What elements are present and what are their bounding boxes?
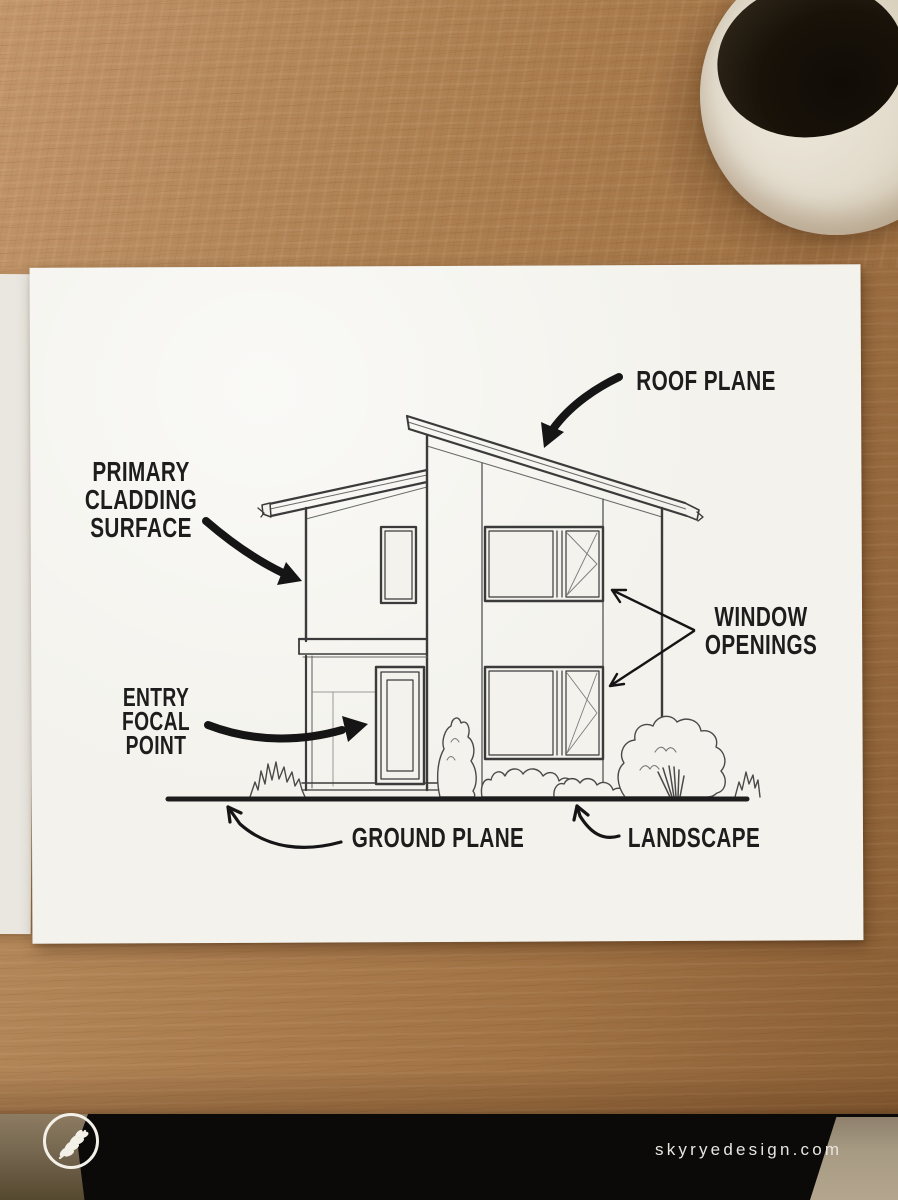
label-roof-plane: ROOF PLANE bbox=[636, 365, 776, 396]
label-ground-plane: GROUND PLANE bbox=[351, 822, 525, 853]
label-landscape: LANDSCAPE bbox=[627, 822, 761, 853]
logo-badge bbox=[43, 1113, 99, 1169]
dark-floor-area bbox=[0, 1114, 898, 1200]
label-window-openings: WINDOW OPENINGS bbox=[704, 601, 818, 660]
label-entry-focal-point: ENTRY FOCAL POINT bbox=[121, 682, 191, 760]
table-edge-shadow bbox=[0, 1070, 898, 1118]
label-primary-cladding-surface: PRIMARY CLADDING SURFACE bbox=[84, 456, 198, 543]
wheat-stalk-icon bbox=[58, 1129, 89, 1160]
watermark-url: skyryedesign.com bbox=[655, 1140, 843, 1159]
